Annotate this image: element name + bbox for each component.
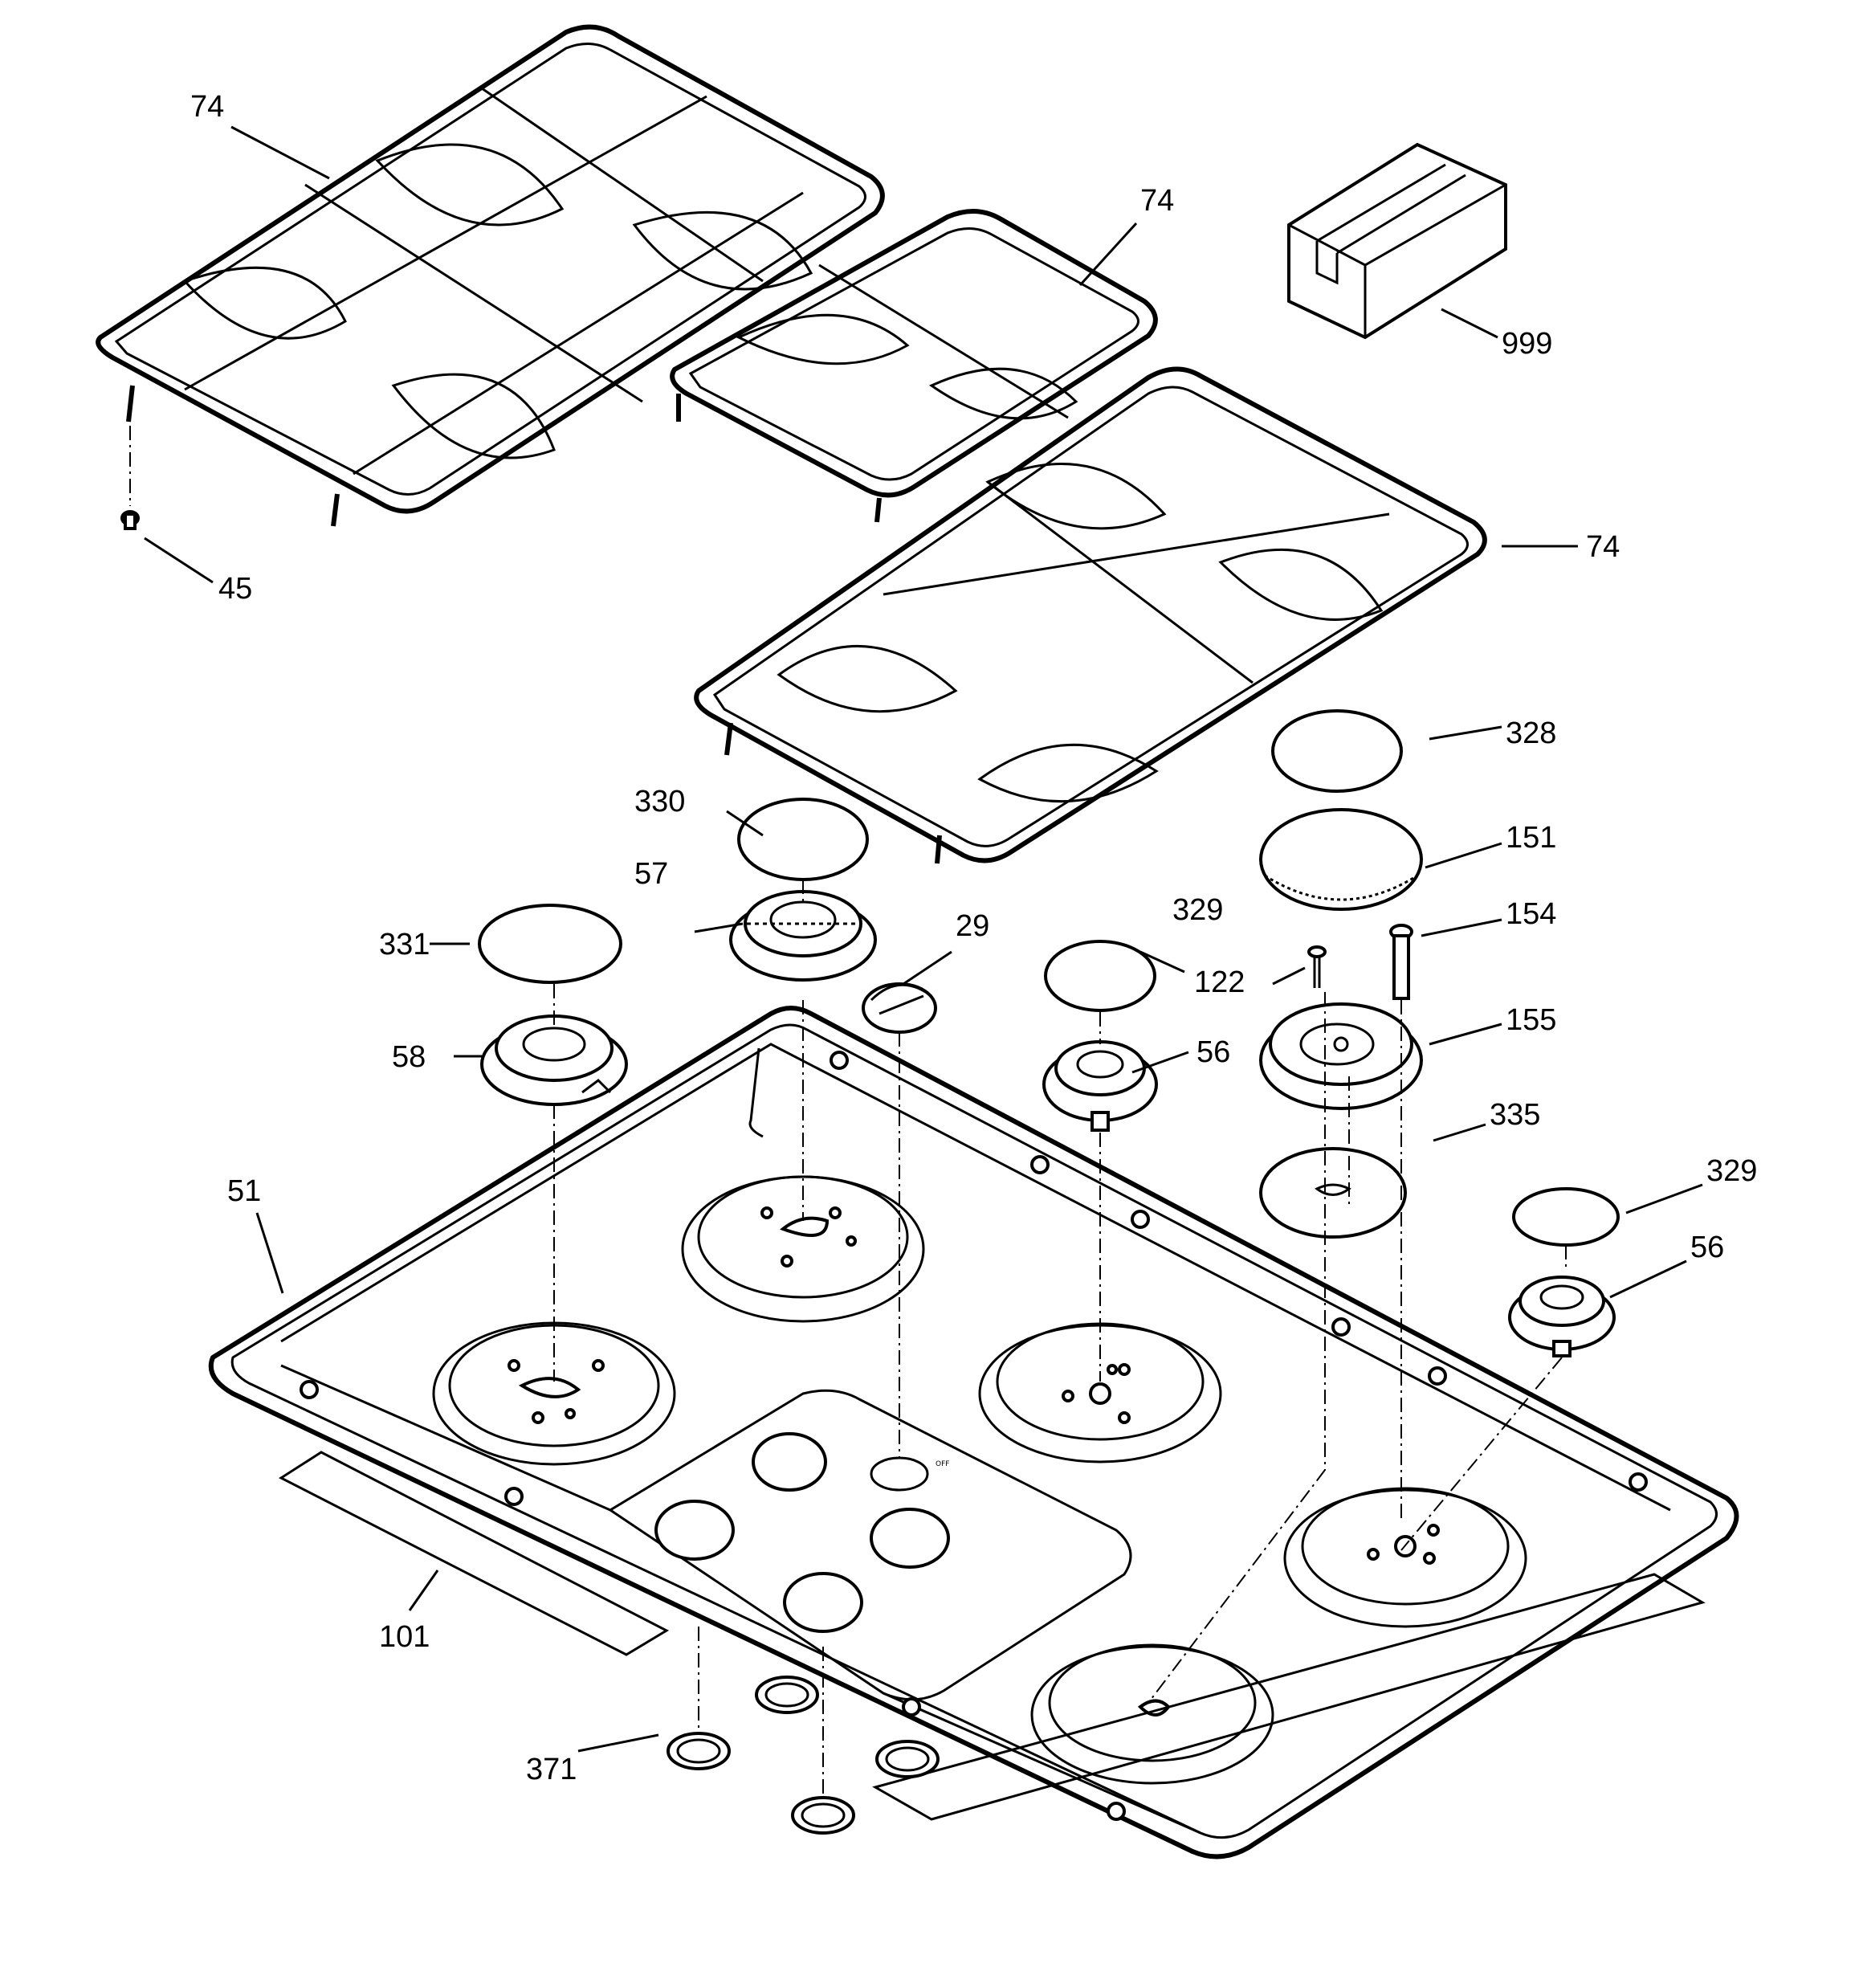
- mounting-holes: [300, 1051, 1648, 1821]
- burner-well-front-right: [1030, 1643, 1274, 1785]
- label-grate-left: 74: [190, 90, 224, 124]
- burner-base-58: [480, 1014, 628, 1106]
- burner-base-155: [1259, 1002, 1423, 1110]
- grate-right: [694, 366, 1487, 864]
- label-cap-330: 330: [634, 785, 685, 818]
- label-grate-middle: 74: [1140, 184, 1174, 218]
- burner-base-56-mid: [1042, 1040, 1158, 1132]
- label-screw-grate-foot: 45: [218, 572, 252, 606]
- knob-rear-right: [870, 1508, 950, 1569]
- burner-base-56-right: [1508, 1276, 1616, 1357]
- cooktop-51: OFF: [208, 1006, 1739, 1859]
- label-grommet-371: 371: [526, 1753, 577, 1786]
- insulation-pad-left: [278, 1451, 670, 1656]
- burner-base-57: [729, 890, 877, 982]
- label-base-56-right: 56: [1690, 1231, 1724, 1264]
- assembly-lines: [553, 880, 1567, 1795]
- grommets-371: [667, 1676, 940, 1835]
- label-base-155: 155: [1506, 1003, 1556, 1037]
- off-label: OFF: [936, 1460, 949, 1468]
- label-base-57: 57: [634, 857, 668, 891]
- burner-cap-329-mid: [1044, 940, 1156, 1012]
- knob-front-left: [654, 1500, 735, 1561]
- label-cap-331: 331: [379, 928, 430, 961]
- burner-cap-329-right: [1512, 1187, 1620, 1247]
- label-cap-328: 328: [1506, 716, 1556, 750]
- screw-122: [1307, 945, 1327, 988]
- carton-box: [1287, 142, 1507, 340]
- control-panel: OFF: [654, 1432, 950, 1633]
- burner-well-rear-left: [681, 1175, 925, 1323]
- label-grate-right: 74: [1586, 530, 1620, 564]
- knob-front-right: [783, 1572, 863, 1633]
- knob-rear-left: [752, 1432, 827, 1492]
- leader-lines: [144, 125, 1703, 1753]
- grate-left: [96, 24, 885, 527]
- label-plate-335: 335: [1490, 1098, 1540, 1132]
- grate-middle: [670, 208, 1158, 523]
- label-screw-154: 154: [1506, 897, 1556, 931]
- burner-cap-330: [737, 798, 869, 881]
- label-head-151: 151: [1506, 821, 1556, 855]
- burner-cap-328: [1271, 709, 1403, 793]
- screw-154: [1389, 924, 1413, 1000]
- label-cap-329-mid: 329: [1172, 893, 1223, 927]
- callout-labels: 74 74 999 74 45 328 330 151 57 329 154 3…: [190, 90, 1757, 1786]
- label-base-58: 58: [392, 1040, 426, 1074]
- insulation-pad-right: [872, 1573, 1706, 1821]
- label-cooktop-51: 51: [227, 1174, 261, 1208]
- burner-cap-331: [478, 904, 622, 984]
- knob-opening: [870, 1456, 929, 1492]
- label-knob-29: 29: [956, 909, 989, 943]
- label-box: 999: [1502, 327, 1552, 361]
- burner-well-center: [978, 1322, 1222, 1463]
- burner-head-151: [1259, 808, 1423, 911]
- label-insulation-101: 101: [379, 1620, 430, 1654]
- knob-29: [862, 982, 937, 1034]
- burner-plate-335: [1259, 1147, 1407, 1239]
- burner-well-right: [1283, 1487, 1527, 1628]
- label-cap-329-right: 329: [1706, 1154, 1757, 1188]
- label-screw-122: 122: [1194, 965, 1245, 999]
- screw-45: [120, 426, 140, 530]
- label-base-56-mid: 56: [1196, 1035, 1230, 1069]
